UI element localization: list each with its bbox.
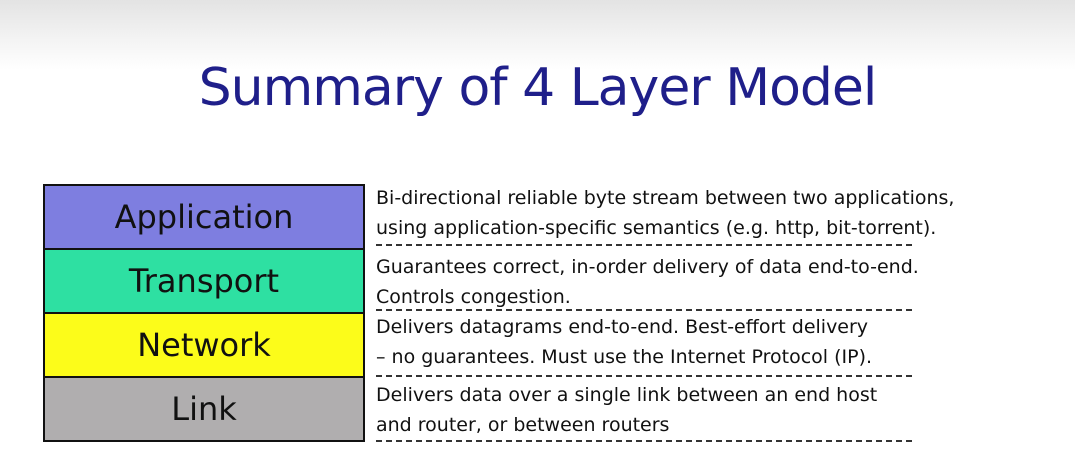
description-line: Delivers data over a single link between…	[376, 384, 878, 406]
layer-label-network: Network	[137, 326, 271, 364]
description-line: Guarantees correct, in-order delivery of…	[376, 256, 919, 278]
layer-description-application: Bi-directional reliable byte stream betw…	[376, 183, 1016, 243]
layer-description-network: Delivers datagrams end-to-end. Best-effo…	[376, 312, 1016, 372]
layer-box-transport: Transport	[43, 248, 365, 314]
description-line: – no guarantees. Must use the Internet P…	[376, 346, 873, 368]
description-line: Bi-directional reliable byte stream betw…	[376, 187, 955, 209]
slide-header-background	[0, 0, 1075, 70]
layer-box-network: Network	[43, 312, 365, 378]
separator-dashed-line	[376, 309, 912, 311]
layer-box-application: Application	[43, 184, 365, 250]
slide-title: Summary of 4 Layer Model	[198, 58, 878, 118]
layer-box-link: Link	[43, 376, 365, 442]
description-line: using application-specific semantics (e.…	[376, 217, 937, 239]
layer-label-transport: Transport	[128, 262, 280, 300]
layer-label-link: Link	[171, 390, 237, 428]
layer-label-application: Application	[114, 198, 294, 236]
layer-description-link: Delivers data over a single link between…	[376, 380, 1016, 440]
separator-dashed-line	[376, 440, 912, 442]
separator-dashed-line	[376, 375, 912, 377]
description-line: Controls congestion.	[376, 286, 571, 308]
description-line: and router, or between routers	[376, 414, 670, 436]
description-line: Delivers datagrams end-to-end. Best-effo…	[376, 316, 869, 338]
separator-dashed-line	[376, 244, 912, 246]
layer-description-transport: Guarantees correct, in-order delivery of…	[376, 252, 1016, 312]
